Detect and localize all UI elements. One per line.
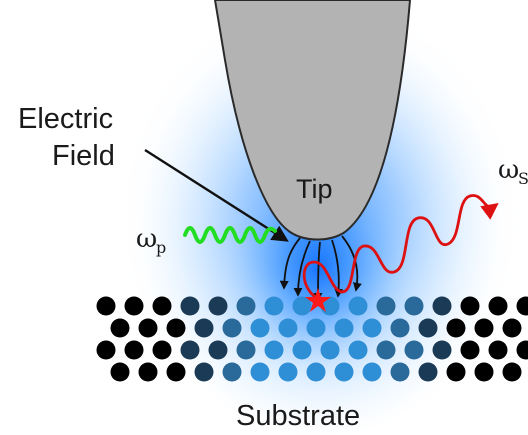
substrate-atom	[264, 296, 284, 316]
hotspot-star	[305, 288, 331, 312]
substrate-atom	[516, 340, 528, 360]
substrate-atom	[446, 362, 466, 382]
pump-wave	[183, 226, 277, 244]
substrate-atom	[376, 296, 396, 316]
substrate-atom	[376, 340, 396, 360]
substrate-atom	[404, 340, 424, 360]
substrate-atom	[208, 296, 228, 316]
substrate-atom	[250, 318, 270, 338]
substrate-atom	[390, 318, 410, 338]
substrate-atom	[152, 296, 172, 316]
substrate-atom	[278, 318, 298, 338]
scattered-wave	[302, 194, 499, 302]
substrate-atom	[432, 296, 452, 316]
substrate-atom	[474, 362, 494, 382]
substrate-atom	[292, 340, 312, 360]
substrate-atom	[362, 318, 382, 338]
substrate-atom	[446, 318, 466, 338]
substrate-atom	[180, 340, 200, 360]
substrate-atom	[96, 340, 116, 360]
substrate-atom	[488, 340, 508, 360]
substrate-atom	[390, 362, 410, 382]
omega-s-symbol: ω	[498, 155, 519, 185]
substrate-atom	[306, 362, 326, 382]
substrate-atom	[432, 340, 452, 360]
electric-field-label-line1: Electric	[18, 103, 113, 135]
substrate-atom	[460, 340, 480, 360]
substrate-atom	[474, 318, 494, 338]
tip-shape	[213, 0, 412, 241]
substrate-atom	[194, 362, 214, 382]
substrate-atom	[110, 318, 130, 338]
substrate-atom	[138, 362, 158, 382]
substrate-atom	[166, 318, 186, 338]
substrate-atom	[222, 362, 242, 382]
substrate-atom	[334, 318, 354, 338]
substrate-atom	[180, 296, 200, 316]
substrate-atom	[166, 362, 186, 382]
substrate-atom	[516, 296, 528, 316]
substrate-atom	[236, 296, 256, 316]
omega-p-subscript: p	[156, 238, 166, 257]
omega-s-subscript: S	[518, 169, 528, 188]
substrate-atom	[292, 296, 312, 316]
substrate-atom	[208, 340, 228, 360]
substrate-atom	[278, 362, 298, 382]
substrate-atom	[502, 362, 522, 382]
substrate-atom	[334, 362, 354, 382]
substrate-atom	[96, 296, 116, 316]
substrate-atom	[138, 318, 158, 338]
substrate-atom	[306, 318, 326, 338]
substrate-atom	[152, 340, 172, 360]
scattered-frequency-label: ω S	[498, 155, 528, 188]
substrate-atom	[222, 318, 242, 338]
substrate-atom	[418, 318, 438, 338]
substrate-atom	[124, 296, 144, 316]
substrate-atom	[236, 340, 256, 360]
electric-field-label-line2: Field	[52, 140, 115, 172]
electric-field-pointer	[144, 148, 289, 242]
substrate-atom	[460, 296, 480, 316]
substrate-atom	[250, 362, 270, 382]
omega-p-symbol: ω	[136, 224, 157, 254]
substrate-atom	[194, 318, 214, 338]
tip-label: Tip	[296, 174, 333, 204]
substrate-atom	[502, 318, 522, 338]
substrate-label: Substrate	[236, 400, 360, 432]
substrate-atom	[362, 362, 382, 382]
substrate-atom	[418, 362, 438, 382]
substrate-atom	[320, 340, 340, 360]
substrate-atom	[488, 296, 508, 316]
substrate-atom	[404, 296, 424, 316]
substrate-atom	[124, 340, 144, 360]
pump-frequency-label: ω p	[136, 224, 166, 257]
substrate-atom	[264, 340, 284, 360]
substrate-atom	[110, 362, 130, 382]
substrate-lattice	[96, 296, 528, 382]
substrate-atom	[348, 340, 368, 360]
substrate-atom	[348, 296, 368, 316]
